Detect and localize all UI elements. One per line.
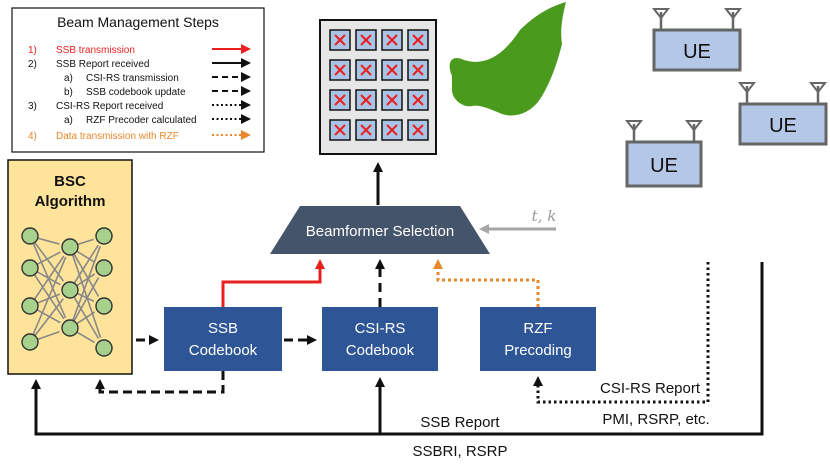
neural-net-node [95,227,113,245]
ue-3: UE [624,120,704,188]
neural-net-node [95,297,113,315]
csirs-report-params: PMI, RSRP, etc. [602,411,709,428]
legend-text-2: SSB Report received [56,59,149,70]
neural-net-edge [32,243,67,319]
rzf-precoding-block: RZF Precoding [480,307,596,371]
neural-net-edge [77,238,94,246]
bsc-algorithm-block: BSC Algorithm [7,159,133,375]
legend-text-3: CSI-RS Report received [56,101,163,112]
beamformer-selection-label: Beamformer Selection [306,223,454,240]
neural-net-node [21,227,39,245]
neural-net-node [21,259,39,277]
legend-text-2a: CSI-RS transmission [86,73,179,84]
ue-2-label: UE [769,115,797,137]
neural-net-node [61,281,79,299]
ssb-codebook-line2: Codebook [189,342,258,359]
csirs-report-label: CSI-RS Report [600,380,701,397]
neural-net-edges [32,237,102,344]
legend-box: Beam Management Steps 1) SSB transmissio… [11,7,265,153]
ssb-codebook-update-arrow [95,371,225,394]
beamformer-selection-block [270,206,490,254]
rzf-precoding-line2: Precoding [504,342,572,359]
neural-net-edge [76,311,96,325]
legend-title: Beam Management Steps [57,14,219,30]
antenna-element [355,29,377,51]
array-cells [329,29,429,141]
antenna-element [355,119,377,141]
ue-1: UE [651,8,743,72]
neural-net-node [61,319,79,337]
legend-text-2b: SSB codebook update [86,87,186,98]
csirs-codebook-line2: Codebook [346,342,415,359]
ue-2: UE [737,82,828,146]
antenna-element [407,119,429,141]
neural-net-node [95,339,113,357]
csirs-report-arrow [533,262,710,404]
legend-num-1: 1) [28,45,37,56]
neural-net-edge [36,251,61,265]
ssb-transmission-arrow [221,259,325,307]
neural-net-edge [76,250,96,263]
neural-net-edge [34,298,64,337]
legend-text-3a: RZF Precoder calculated [86,115,197,126]
neural-net-edge [36,309,61,324]
neural-net-edge [76,292,95,303]
antenna-element [329,119,351,141]
antenna-element [355,89,377,111]
legend-text-1: SSB transmission [56,45,135,56]
beam-pattern [449,2,566,116]
neural-net-edge [76,331,95,344]
bsc-title-line1: BSC [54,173,86,190]
rzf-data-arrow [433,259,540,307]
bsc-title-line2: Algorithm [35,193,106,210]
antenna-element [381,59,403,81]
ssb-report-line [31,262,764,436]
antenna-element [329,89,351,111]
neural-net-node [61,238,79,256]
antenna-array [319,19,437,155]
legend-num-3: 3) [28,101,37,112]
csirs-codebook-block: CSI-RS Codebook [322,307,438,371]
antenna-element [381,29,403,51]
legend-num-2b: b) [64,87,73,98]
ue-1-label: UE [683,41,711,63]
antenna-element [381,119,403,141]
ssb-report-label: SSB Report [420,414,500,431]
ue-3-label: UE [650,155,678,177]
neural-net-node [21,333,39,351]
antenna-element [329,59,351,81]
legend-num-4: 4) [28,131,37,142]
legend-num-3a: a) [64,115,73,126]
neural-net-nodes [21,227,113,357]
ssb-report-params: SSBRI, RSRP [412,443,507,460]
rzf-precoding-line1: RZF [523,320,552,337]
neural-net-node [21,297,39,315]
ssb-codebook-line1: SSB [208,320,238,337]
antenna-element [407,29,429,51]
antenna-element [329,29,351,51]
neural-net-edge [33,255,65,300]
neural-net-edge [73,277,100,322]
legend-text-4: Data transmission with RZF [56,131,179,142]
antenna-element [407,59,429,81]
neural-net-edge [71,254,102,338]
neural-net-edge [73,253,100,297]
antenna-element [355,59,377,81]
neural-net-edge [73,244,99,284]
neural-net-edge [76,273,96,287]
csirs-codebook-line1: CSI-RS [355,320,406,337]
neural-net-edge [32,256,67,335]
antenna-element [381,89,403,111]
tk-input-label: t, k [532,207,557,225]
neural-net-edge [37,330,60,341]
neural-net-edge [37,237,60,245]
neural-net-edge [72,246,101,321]
ssb-codebook-block: SSB Codebook [164,307,282,371]
neural-net-node [95,259,113,277]
legend-num-2: 2) [28,59,37,70]
legend-num-2a: a) [64,73,73,84]
antenna-element [407,89,429,111]
